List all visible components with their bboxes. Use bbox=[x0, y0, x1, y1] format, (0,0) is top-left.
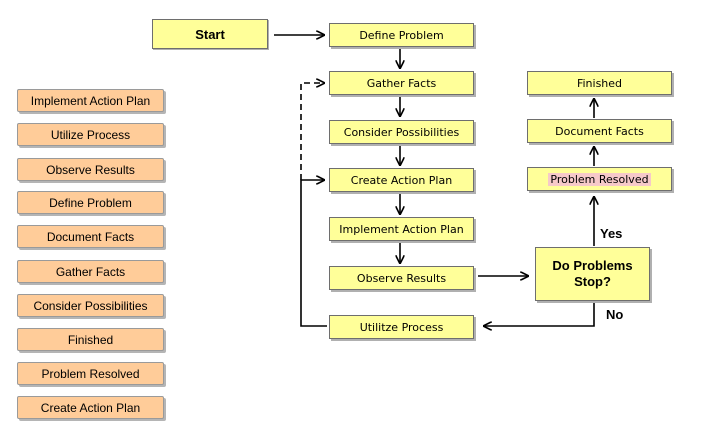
node-utilize-process[interactable]: Utilitze Process bbox=[329, 315, 474, 339]
node-gather-facts[interactable]: Gather Facts bbox=[329, 71, 474, 95]
drag-item-problem-resolved[interactable]: Problem Resolved bbox=[17, 362, 164, 385]
node-finished[interactable]: Finished bbox=[527, 71, 672, 95]
node-consider-possibilities[interactable]: Consider Possibilities bbox=[329, 120, 474, 144]
yes-label: Yes bbox=[600, 226, 623, 241]
arrow-utilize-create bbox=[300, 180, 327, 327]
drag-item-consider-possibilities[interactable]: Consider Possibilities bbox=[17, 294, 164, 317]
node-create-action-plan[interactable]: Create Action Plan bbox=[329, 168, 474, 192]
arrow-decision-utilize bbox=[484, 302, 595, 326]
node-define-problem[interactable]: Define Problem bbox=[329, 23, 474, 47]
drag-item-document-facts[interactable]: Document Facts bbox=[17, 225, 164, 248]
arrow-dashed-gather bbox=[300, 83, 324, 180]
drag-item-gather-facts[interactable]: Gather Facts bbox=[17, 260, 164, 283]
node-document-facts[interactable]: Document Facts bbox=[527, 119, 672, 143]
node-observe-results[interactable]: Observe Results bbox=[329, 266, 474, 290]
node-start: Start bbox=[152, 19, 268, 49]
problem-resolved-label: Problem Resolved bbox=[548, 172, 651, 186]
decision-line-1: Do Problems bbox=[552, 258, 633, 273]
drag-item-finished[interactable]: Finished bbox=[17, 328, 164, 351]
no-label: No bbox=[606, 307, 624, 322]
decision-line-2: Stop? bbox=[574, 274, 611, 289]
drag-item-create-action-plan[interactable]: Create Action Plan bbox=[17, 396, 164, 419]
drag-item-implement-action-plan[interactable]: Implement Action Plan bbox=[17, 89, 164, 112]
drag-item-define-problem[interactable]: Define Problem bbox=[17, 191, 164, 214]
node-problem-resolved[interactable]: Problem Resolved bbox=[527, 167, 672, 191]
node-decision: Do Problems Stop? bbox=[535, 247, 650, 301]
node-implement-action-plan[interactable]: Implement Action Plan bbox=[329, 217, 474, 241]
drag-item-observe-results[interactable]: Observe Results bbox=[17, 158, 164, 181]
drag-item-utilize-process[interactable]: Utilize Process bbox=[17, 123, 164, 146]
